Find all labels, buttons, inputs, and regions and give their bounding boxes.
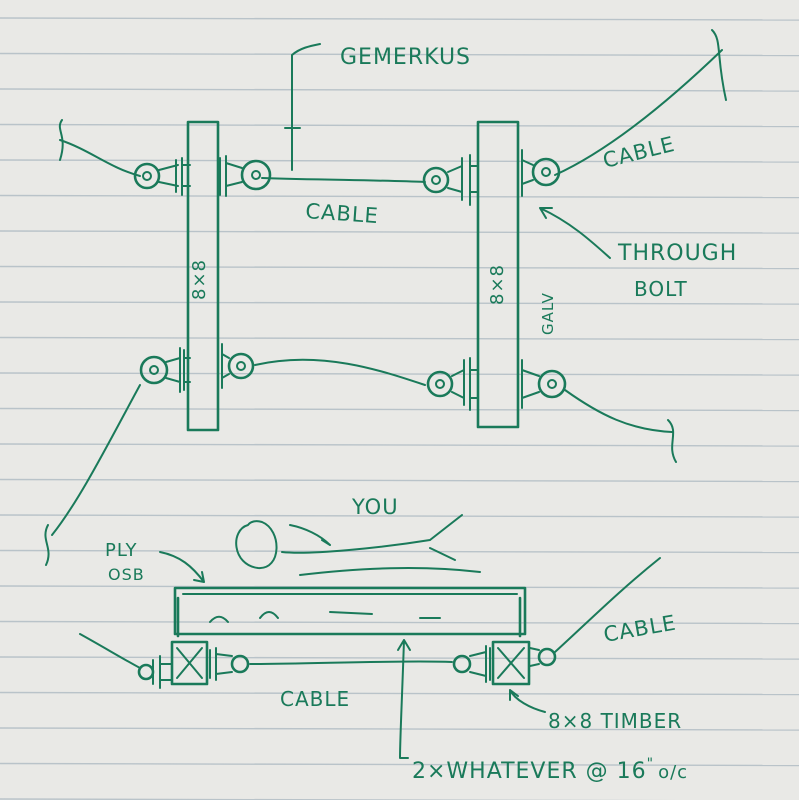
joist-label-prefix: 2×WHATEVER @ 16: [412, 759, 647, 784]
ruled-line: [0, 265, 799, 270]
ply-osb-plank: [173, 586, 527, 636]
bottom-cable-left: [44, 384, 141, 566]
cable-break-mark-tl: [58, 119, 64, 161]
ruled-line: [0, 514, 799, 518]
cable-label-bottom: CABLE: [280, 687, 350, 711]
through-bolt-label-1: THROUGH: [617, 241, 737, 266]
timber-right-x: [497, 647, 525, 679]
ply-label-1: PLY: [105, 540, 138, 561]
section-eye-bolt-left-inner: [209, 647, 250, 681]
ruled-line: [0, 620, 799, 625]
you-label: YOU: [351, 495, 399, 519]
left-post-label: 8×8: [189, 259, 210, 300]
ruled-line: [0, 301, 799, 305]
ruled-line: [0, 549, 799, 554]
section-cable-left: [79, 633, 141, 669]
joist-label: 2×WHATEVER @ 16"o/c: [412, 756, 688, 784]
section-cable-right: [554, 557, 661, 653]
bottom-cable: [254, 358, 426, 386]
ruled-line: [0, 194, 799, 199]
ply-leader: [159, 551, 205, 583]
ruled-line: [0, 336, 799, 341]
top-cable: [59, 139, 426, 183]
timber-left-x: [176, 647, 203, 679]
section-cable: [249, 660, 453, 665]
plan-view: GEMERKUS CABLE CABLE THROUGH BOLT 8×8 8×…: [44, 29, 737, 566]
ruled-line: [0, 762, 799, 767]
eye-bolt-rp-bl: [426, 357, 479, 411]
section-eye-bolt-left-outer: [137, 655, 173, 689]
gemerkus-label: GEMERKUS: [340, 45, 471, 70]
eye-bolt-br-left: [217, 343, 255, 389]
section-eye-bolt-right-inner: [452, 645, 491, 683]
joist-label-inch: ": [647, 756, 654, 772]
eye-bolt-rp-right: [517, 149, 561, 197]
joist-leader: [397, 639, 411, 759]
timber-label: 8×8 TIMBER: [548, 709, 682, 733]
eye-bolt-tr-left: [217, 155, 272, 197]
timber-leader: [509, 689, 546, 713]
person-head: [235, 520, 278, 570]
through-bolt-arrow: [539, 207, 611, 259]
ruled-line: [0, 691, 799, 696]
ruled-line: [0, 123, 799, 128]
ruled-line: [0, 372, 799, 376]
ruled-lines: [0, 17, 799, 800]
eye-bolt-bl: [139, 347, 191, 393]
bottom-cable-right: [564, 389, 677, 463]
ruled-line: [0, 727, 799, 731]
ruled-line: [0, 159, 799, 163]
ruled-line: [0, 52, 799, 57]
cable-label-mid: CABLE: [305, 199, 380, 228]
section-eye-bolt-right-outer: [529, 647, 557, 667]
ruled-line: [0, 17, 799, 21]
wood-grain: [209, 611, 441, 623]
ply-label-2: OSB: [108, 565, 145, 584]
eye-bolt-rp-left: [422, 154, 479, 206]
person-body: [281, 514, 481, 576]
joist-label-suffix: o/c: [658, 762, 688, 783]
eye-bolt-rp-br: [517, 359, 567, 409]
through-bolt-label-2: BOLT: [634, 277, 688, 301]
ruled-line: [0, 88, 799, 92]
ruled-line: [0, 656, 799, 660]
ruled-line: [0, 443, 799, 447]
right-post: [476, 120, 520, 429]
left-post: [186, 120, 220, 432]
eye-bolt-tl: [133, 157, 191, 196]
ruled-line: [0, 230, 799, 234]
timber-right: [491, 640, 531, 686]
right-post-label: 8×8: [487, 264, 508, 305]
top-cable-right: [554, 29, 727, 176]
dimension-line: [284, 43, 321, 171]
right-post-side-label: GALV: [539, 292, 557, 335]
ruled-line: [0, 478, 799, 483]
ruled-line: [0, 407, 799, 412]
ruled-line: [0, 798, 680, 800]
